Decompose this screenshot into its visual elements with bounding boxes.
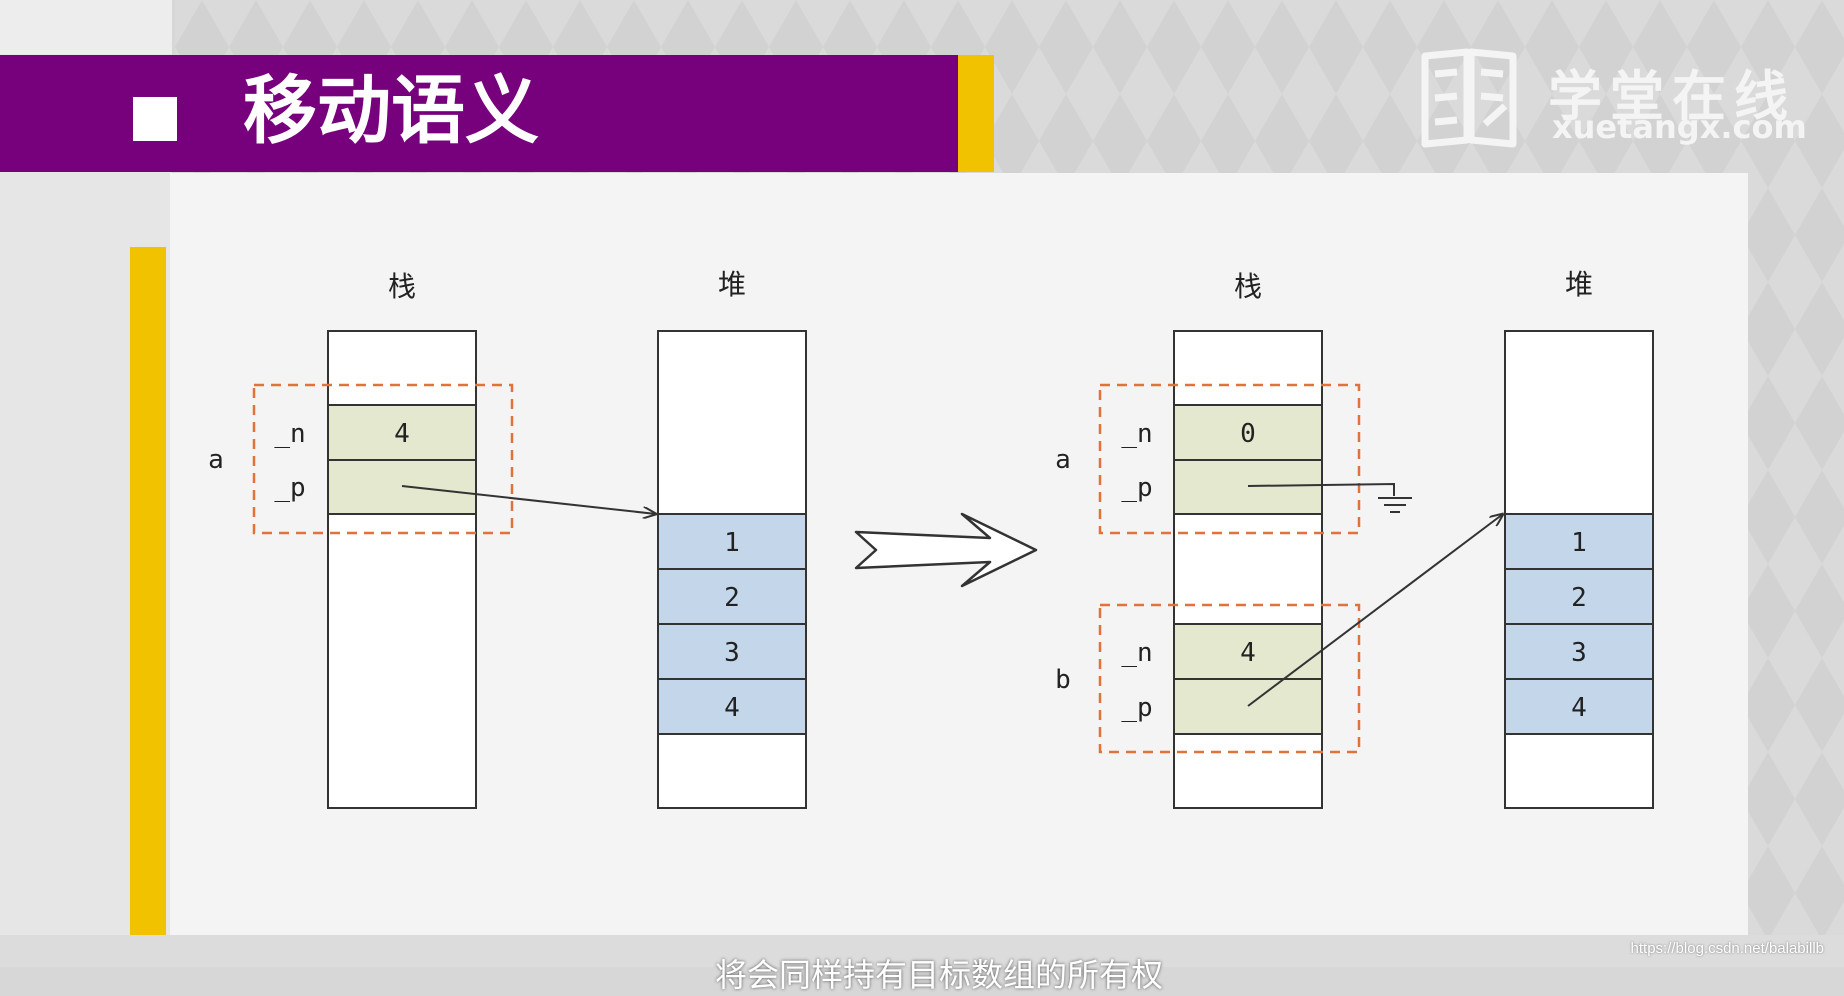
after-a-n-value: 0 [1240,419,1256,449]
before-stack-label: 栈 [388,270,416,303]
transition-arrow-icon [854,512,1038,588]
before-object-label: a [208,445,224,475]
after-heap-value-3: 3 [1571,638,1587,668]
before-a-n-value: 4 [394,419,410,449]
after-b-object-box [1098,603,1361,754]
after-heap-value-1: 1 [1571,528,1587,558]
before-heap-cell-1 [657,513,807,570]
after-pointer-arrow [1247,514,1503,707]
before-field-p: _p [274,473,305,503]
bottom-band [0,935,1844,967]
after-a-field-n: _n [1121,419,1152,449]
before-a-n-cell [327,404,477,461]
after-heap-cell-1 [1504,513,1654,570]
before-field-n: _n [274,419,305,449]
xuetangx-logo-icon [1421,48,1517,148]
logo-name: 学堂在线 [1548,65,1796,128]
before-heap-value-4: 4 [724,693,740,723]
after-b-p-cell [1173,678,1323,735]
before-stack-column [327,330,477,809]
before-pointer-arrow [401,485,656,514]
after-heap-label: 堆 [1565,268,1593,301]
slide-title: 移动语义 [243,68,539,154]
after-a-field-p: _p [1121,473,1152,503]
move-semantics-diagram: 栈 堆 4 a _n _p 1 2 3 4 栈 堆 0 4 a _n _p b … [208,268,1654,809]
after-b-label: b [1055,665,1071,695]
before-heap-value-3: 3 [724,638,740,668]
after-heap-value-2: 2 [1571,583,1587,613]
watermark: https://blog.csdn.net/balabillb [1630,940,1824,957]
after-a-p-cell [1173,459,1323,515]
after-a-label: a [1055,445,1071,475]
title-accent [958,55,994,172]
after-stack-column [1173,330,1323,809]
before-heap-cell-2 [657,568,807,625]
left-margin-top [0,0,172,54]
before-heap-value-1: 1 [724,528,740,558]
null-ground-icon [1247,482,1412,513]
after-stack-label: 栈 [1234,270,1262,303]
accent-bar [130,247,166,935]
after-heap-cells [1504,513,1654,735]
before-a-object-box [252,383,514,535]
after-b-field-n: _n [1121,638,1152,668]
after-a-n-cell [1173,404,1323,461]
after-a-object-box [1098,383,1361,535]
after-heap-cell-4 [1504,678,1654,735]
video-subtitle: 将会同样持有目标数组的所有权 [715,956,1164,994]
before-heap-label: 堆 [718,268,746,301]
before-heap-cells [657,513,807,735]
logo-url: xuetangx.com [1552,108,1807,146]
before-heap-value-2: 2 [724,583,740,613]
bullet-square-icon [133,97,177,141]
after-b-field-p: _p [1121,693,1152,723]
after-b-n-value: 4 [1240,638,1256,668]
after-heap-value-4: 4 [1571,693,1587,723]
before-heap-cell-4 [657,678,807,735]
after-heap-cell-2 [1504,568,1654,625]
